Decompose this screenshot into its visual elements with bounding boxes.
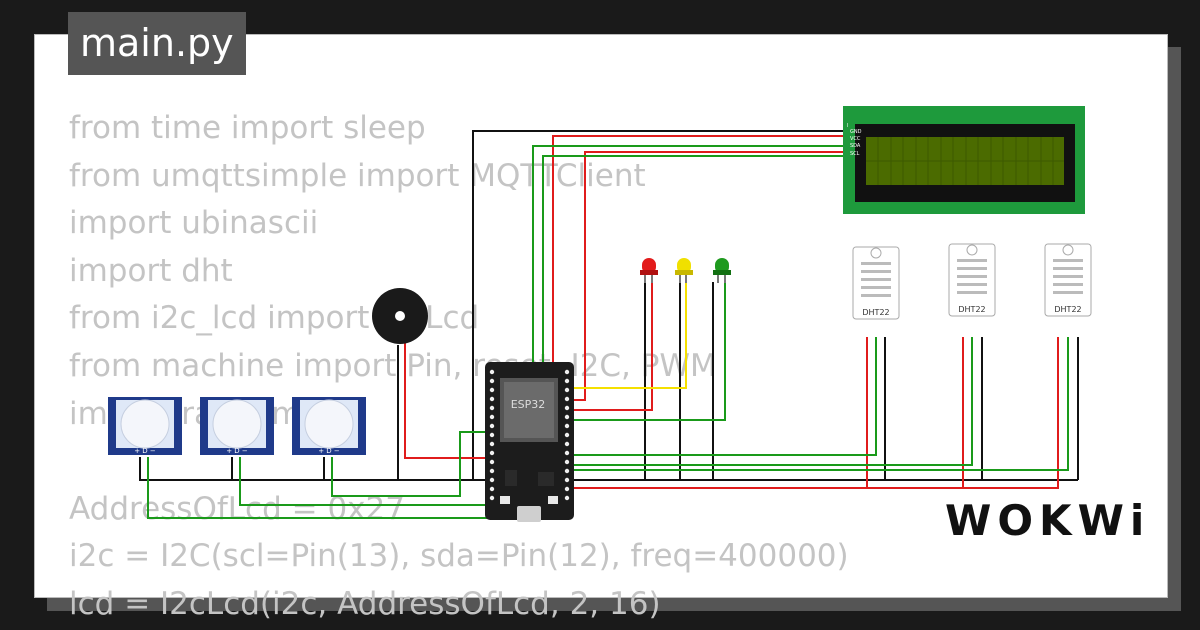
wire-black (139, 457, 1078, 481)
wire-green (565, 337, 1069, 471)
wire-black (472, 130, 845, 480)
usb-port (517, 506, 541, 522)
file-tab[interactable]: main.py (68, 12, 246, 75)
pir-pin-labels: + D − (226, 447, 248, 455)
code-line: from time import sleep (69, 110, 426, 146)
esp32-pins-left (489, 369, 495, 501)
code-line: import dht (69, 252, 233, 289)
lcd-pin-label: SDA (850, 143, 861, 149)
code-line: from i2c_lcd import I2cLcd (69, 300, 480, 337)
lcd-pin-label: I (847, 123, 848, 129)
esp32-pins-right (564, 369, 570, 501)
wokwi-logo: WOKWi (945, 496, 1151, 545)
pir-pin-labels: + D − (318, 447, 340, 455)
wire-red (565, 280, 653, 411)
led-red[interactable] (640, 258, 658, 283)
pir-sensor[interactable]: + D − (108, 397, 182, 455)
wires (139, 130, 1079, 519)
boot-button[interactable] (500, 496, 510, 504)
wire-green (565, 280, 726, 421)
code-line: lcd = I2cLcd(i2c, AddressOfLcd, 2, 16) (69, 585, 661, 622)
esp32-board[interactable]: ESP32 (485, 362, 574, 522)
led-green[interactable] (713, 258, 731, 283)
sensor-label: DHT22 (1054, 305, 1081, 314)
buzzer-hole (395, 311, 405, 321)
code-line: i2c = I2C(scl=Pin(13), sda=Pin(12), freq… (69, 538, 849, 575)
wire-green (147, 457, 490, 519)
pir-pin-labels: + D − (134, 447, 156, 455)
sensor-label: DHT22 (862, 308, 889, 317)
reset-button[interactable] (548, 496, 558, 504)
wire-red (552, 135, 845, 460)
wire-green (565, 337, 877, 456)
wire-green (565, 337, 973, 466)
code-listing: from time import sleep from umqttsimple … (69, 105, 849, 629)
lcd-pin-label: VCC (850, 136, 861, 142)
dht22-sensor[interactable]: DHT22 (1044, 243, 1092, 317)
wire-green (331, 431, 490, 497)
lcd-pin-label: SCL (850, 151, 860, 157)
wire-green (542, 155, 845, 460)
wire-yellow (565, 280, 687, 389)
esp32-chip (505, 470, 517, 486)
dht22-sensor[interactable]: DHT22 (948, 243, 996, 317)
wire-red (490, 337, 1059, 489)
led-yellow[interactable] (675, 258, 693, 283)
esp32-shield (504, 382, 554, 438)
esp32-chip (538, 472, 554, 486)
sensor-label: DHT22 (958, 305, 985, 314)
buzzer[interactable] (372, 288, 428, 344)
lcd-display[interactable]: I GND VCC SDA SCL (843, 106, 1085, 214)
lcd-cell-grid (866, 137, 1064, 185)
pir-sensor[interactable]: + D − (292, 397, 366, 455)
wire-green (532, 145, 845, 460)
wire-green (239, 457, 490, 506)
wire-red (565, 151, 845, 401)
code-line: from umqttsimple import MQTTClient (69, 157, 646, 194)
lcd-pin-label: GND (850, 129, 862, 135)
dht22-sensor[interactable]: DHT22 (852, 246, 900, 320)
code-line: import ubinascii (69, 205, 319, 242)
code-line: AddressOfLcd = 0x27 (69, 490, 405, 527)
esp32-label: ESP32 (511, 398, 546, 411)
pir-sensor[interactable]: + D − (200, 397, 274, 455)
wire-red (404, 320, 490, 459)
